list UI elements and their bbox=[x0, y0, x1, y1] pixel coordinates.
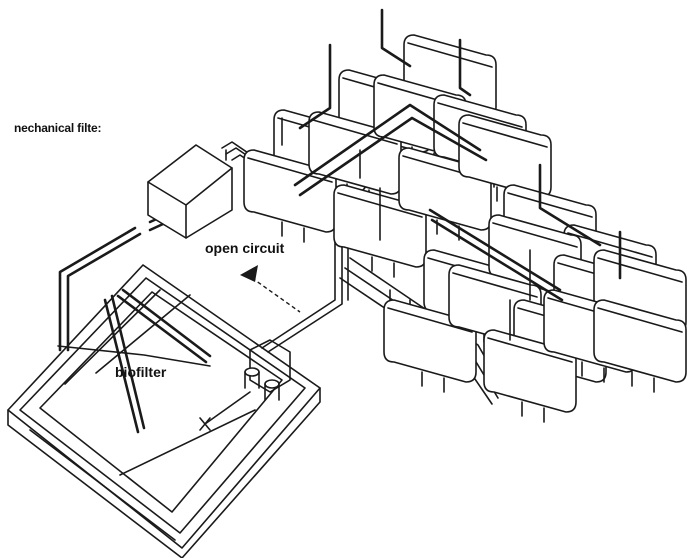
culture-tanks bbox=[243, 34, 687, 423]
pump-valve-cluster bbox=[199, 339, 291, 431]
culture-tank bbox=[593, 299, 687, 393]
biofilter-basin bbox=[7, 264, 321, 558]
overhead-supply-piping bbox=[281, 8, 622, 341]
mechanical-filter-box bbox=[147, 144, 233, 239]
open-circuit-label: open circuit bbox=[205, 240, 285, 256]
biofilter-label: biofilter bbox=[115, 364, 167, 380]
open-circuit-marker bbox=[240, 265, 301, 313]
biofilter-pipes bbox=[58, 208, 212, 434]
mechanical-filter-label: nechanical filte: bbox=[14, 121, 102, 135]
